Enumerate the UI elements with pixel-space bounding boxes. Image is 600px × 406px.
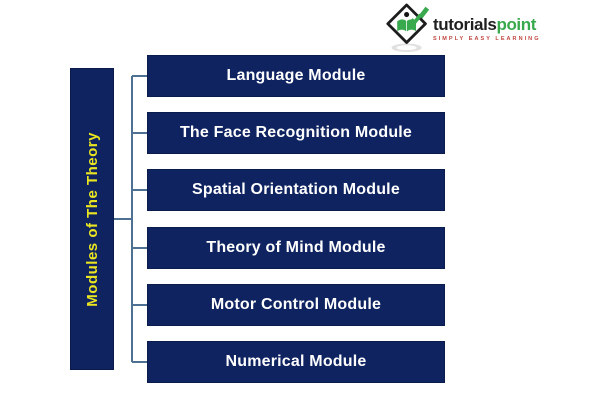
tutorialspoint-logo: tutorialspoint SIMPLY EASY LEARNING: [385, 2, 541, 53]
tutorialspoint-logo-icon: [386, 3, 430, 52]
logo-brand: tutorialspoint: [433, 16, 541, 33]
module-box-motor-control: Motor Control Module: [147, 284, 445, 326]
logo-brand-accent: point: [496, 14, 537, 34]
module-box-numerical: Numerical Module: [147, 341, 445, 383]
module-box-face-recognition: The Face Recognition Module: [147, 112, 445, 154]
module-box-theory-of-mind: Theory of Mind Module: [147, 227, 445, 269]
logo-brand-primary: tutorials: [433, 14, 497, 34]
logo-tagline: SIMPLY EASY LEARNING: [433, 35, 541, 42]
module-box-spatial-orientation: Spatial Orientation Module: [147, 169, 445, 211]
logo-text: tutorialspoint SIMPLY EASY LEARNING: [433, 16, 541, 42]
module-box-language: Language Module: [147, 55, 445, 97]
root-node-modules-of-the-theory: Modules of The Theory: [70, 68, 114, 370]
